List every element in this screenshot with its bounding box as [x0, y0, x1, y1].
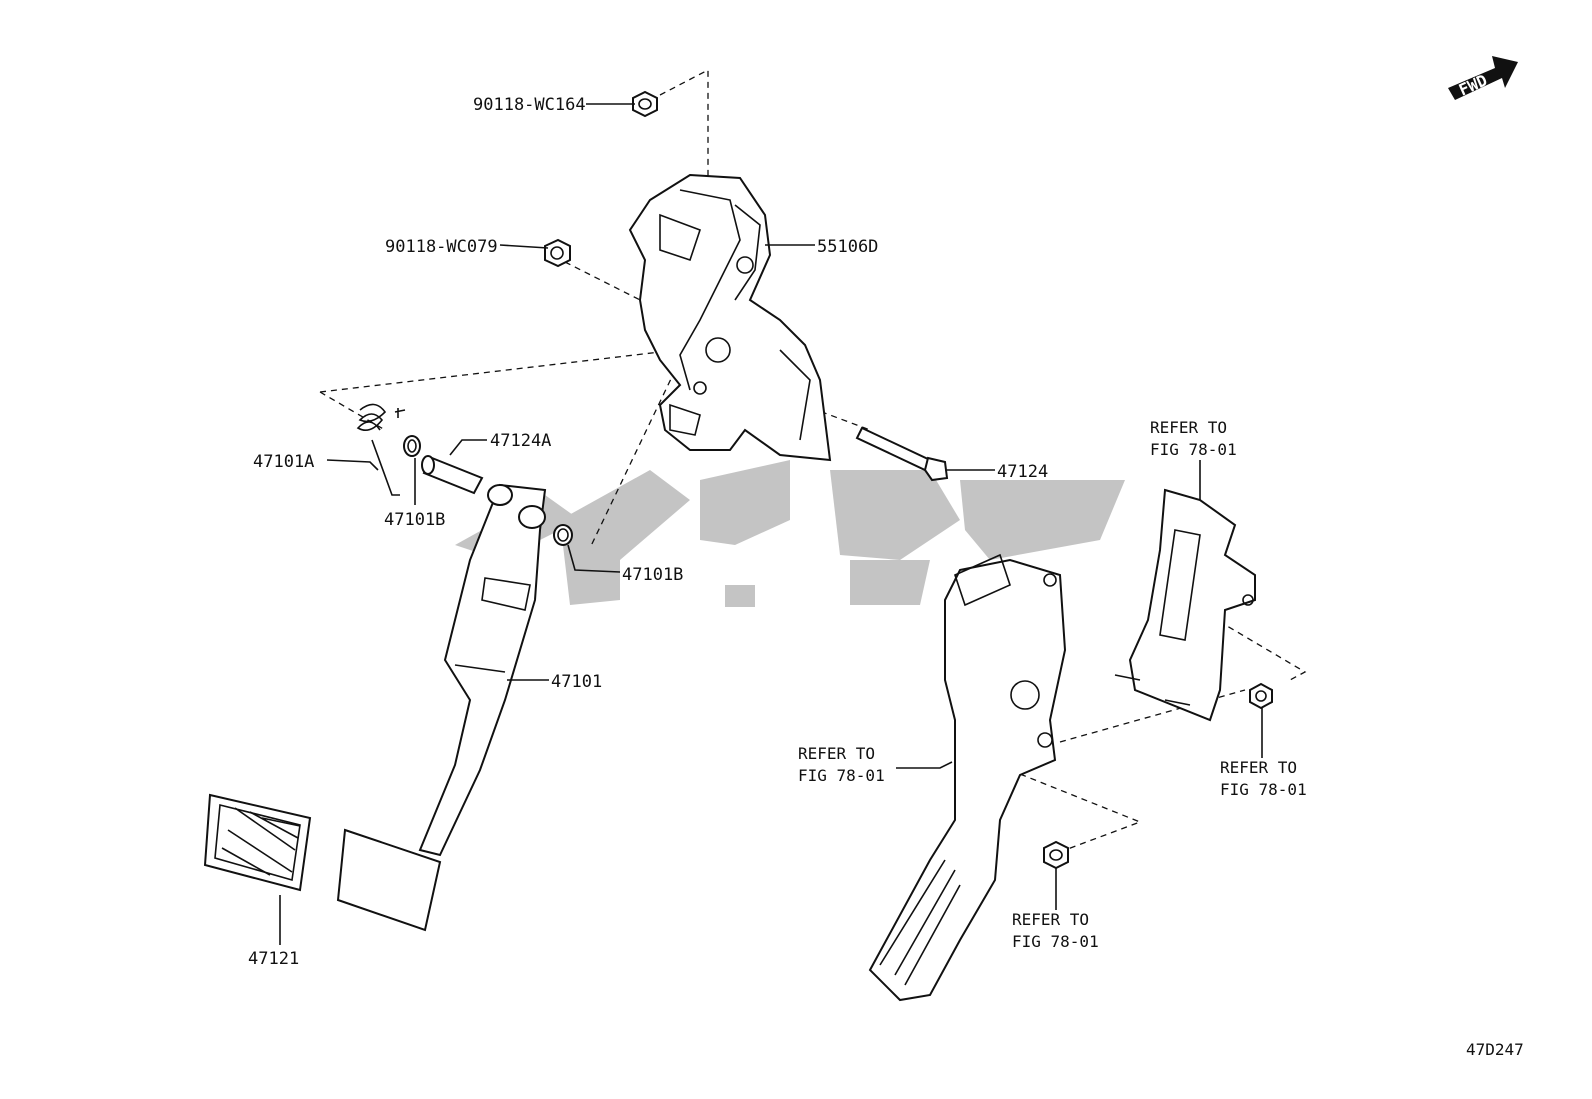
refer-accel-bottom-line2: FIG 78-01	[1012, 932, 1099, 951]
fwd-arrow-icon: FWD	[1448, 56, 1518, 100]
label-spring: 47101A	[253, 452, 314, 472]
label-nut-mid: 90118-WC079	[385, 237, 498, 257]
accelerator-bracket	[1114, 488, 1256, 722]
accelerator-pedal	[868, 553, 1067, 1002]
label-nut-upper: 90118-WC164	[473, 95, 586, 115]
diagram-code: 47D247	[1466, 1040, 1524, 1059]
collar	[421, 455, 484, 495]
bushing-right	[553, 524, 573, 546]
refer-accel-right-line2: FIG 78-01	[1220, 780, 1307, 799]
refer-top-right-line2: FIG 78-01	[1150, 440, 1237, 459]
pedal-bracket	[628, 173, 832, 462]
label-bolt: 47124	[997, 462, 1048, 482]
refer-top-right-line1: REFER TO	[1150, 418, 1227, 437]
refer-accel-left-line1: REFER TO	[798, 744, 875, 763]
label-bushing-left: 47101B	[384, 510, 445, 530]
nut-upper	[632, 90, 658, 118]
nut-mid	[544, 238, 571, 268]
return-spring	[356, 403, 406, 496]
bolt	[855, 426, 949, 482]
brake-pedal	[336, 483, 547, 932]
leader-lines	[279, 103, 1263, 945]
nut-bottom	[1043, 840, 1069, 870]
label-bracket: 55106D	[817, 237, 878, 257]
brake-pedal-pad	[203, 793, 312, 892]
bushing-left	[403, 435, 421, 457]
refer-accel-bottom-line1: REFER TO	[1012, 910, 1089, 929]
nut-right	[1249, 682, 1273, 710]
label-pedal-pad: 47121	[248, 949, 299, 969]
label-bushing-right: 47101B	[622, 565, 683, 585]
refer-accel-right-line1: REFER TO	[1220, 758, 1297, 777]
label-brake-pedal: 47101	[551, 672, 602, 692]
refer-accel-left-line2: FIG 78-01	[798, 766, 885, 785]
label-collar: 47124A	[490, 431, 551, 451]
